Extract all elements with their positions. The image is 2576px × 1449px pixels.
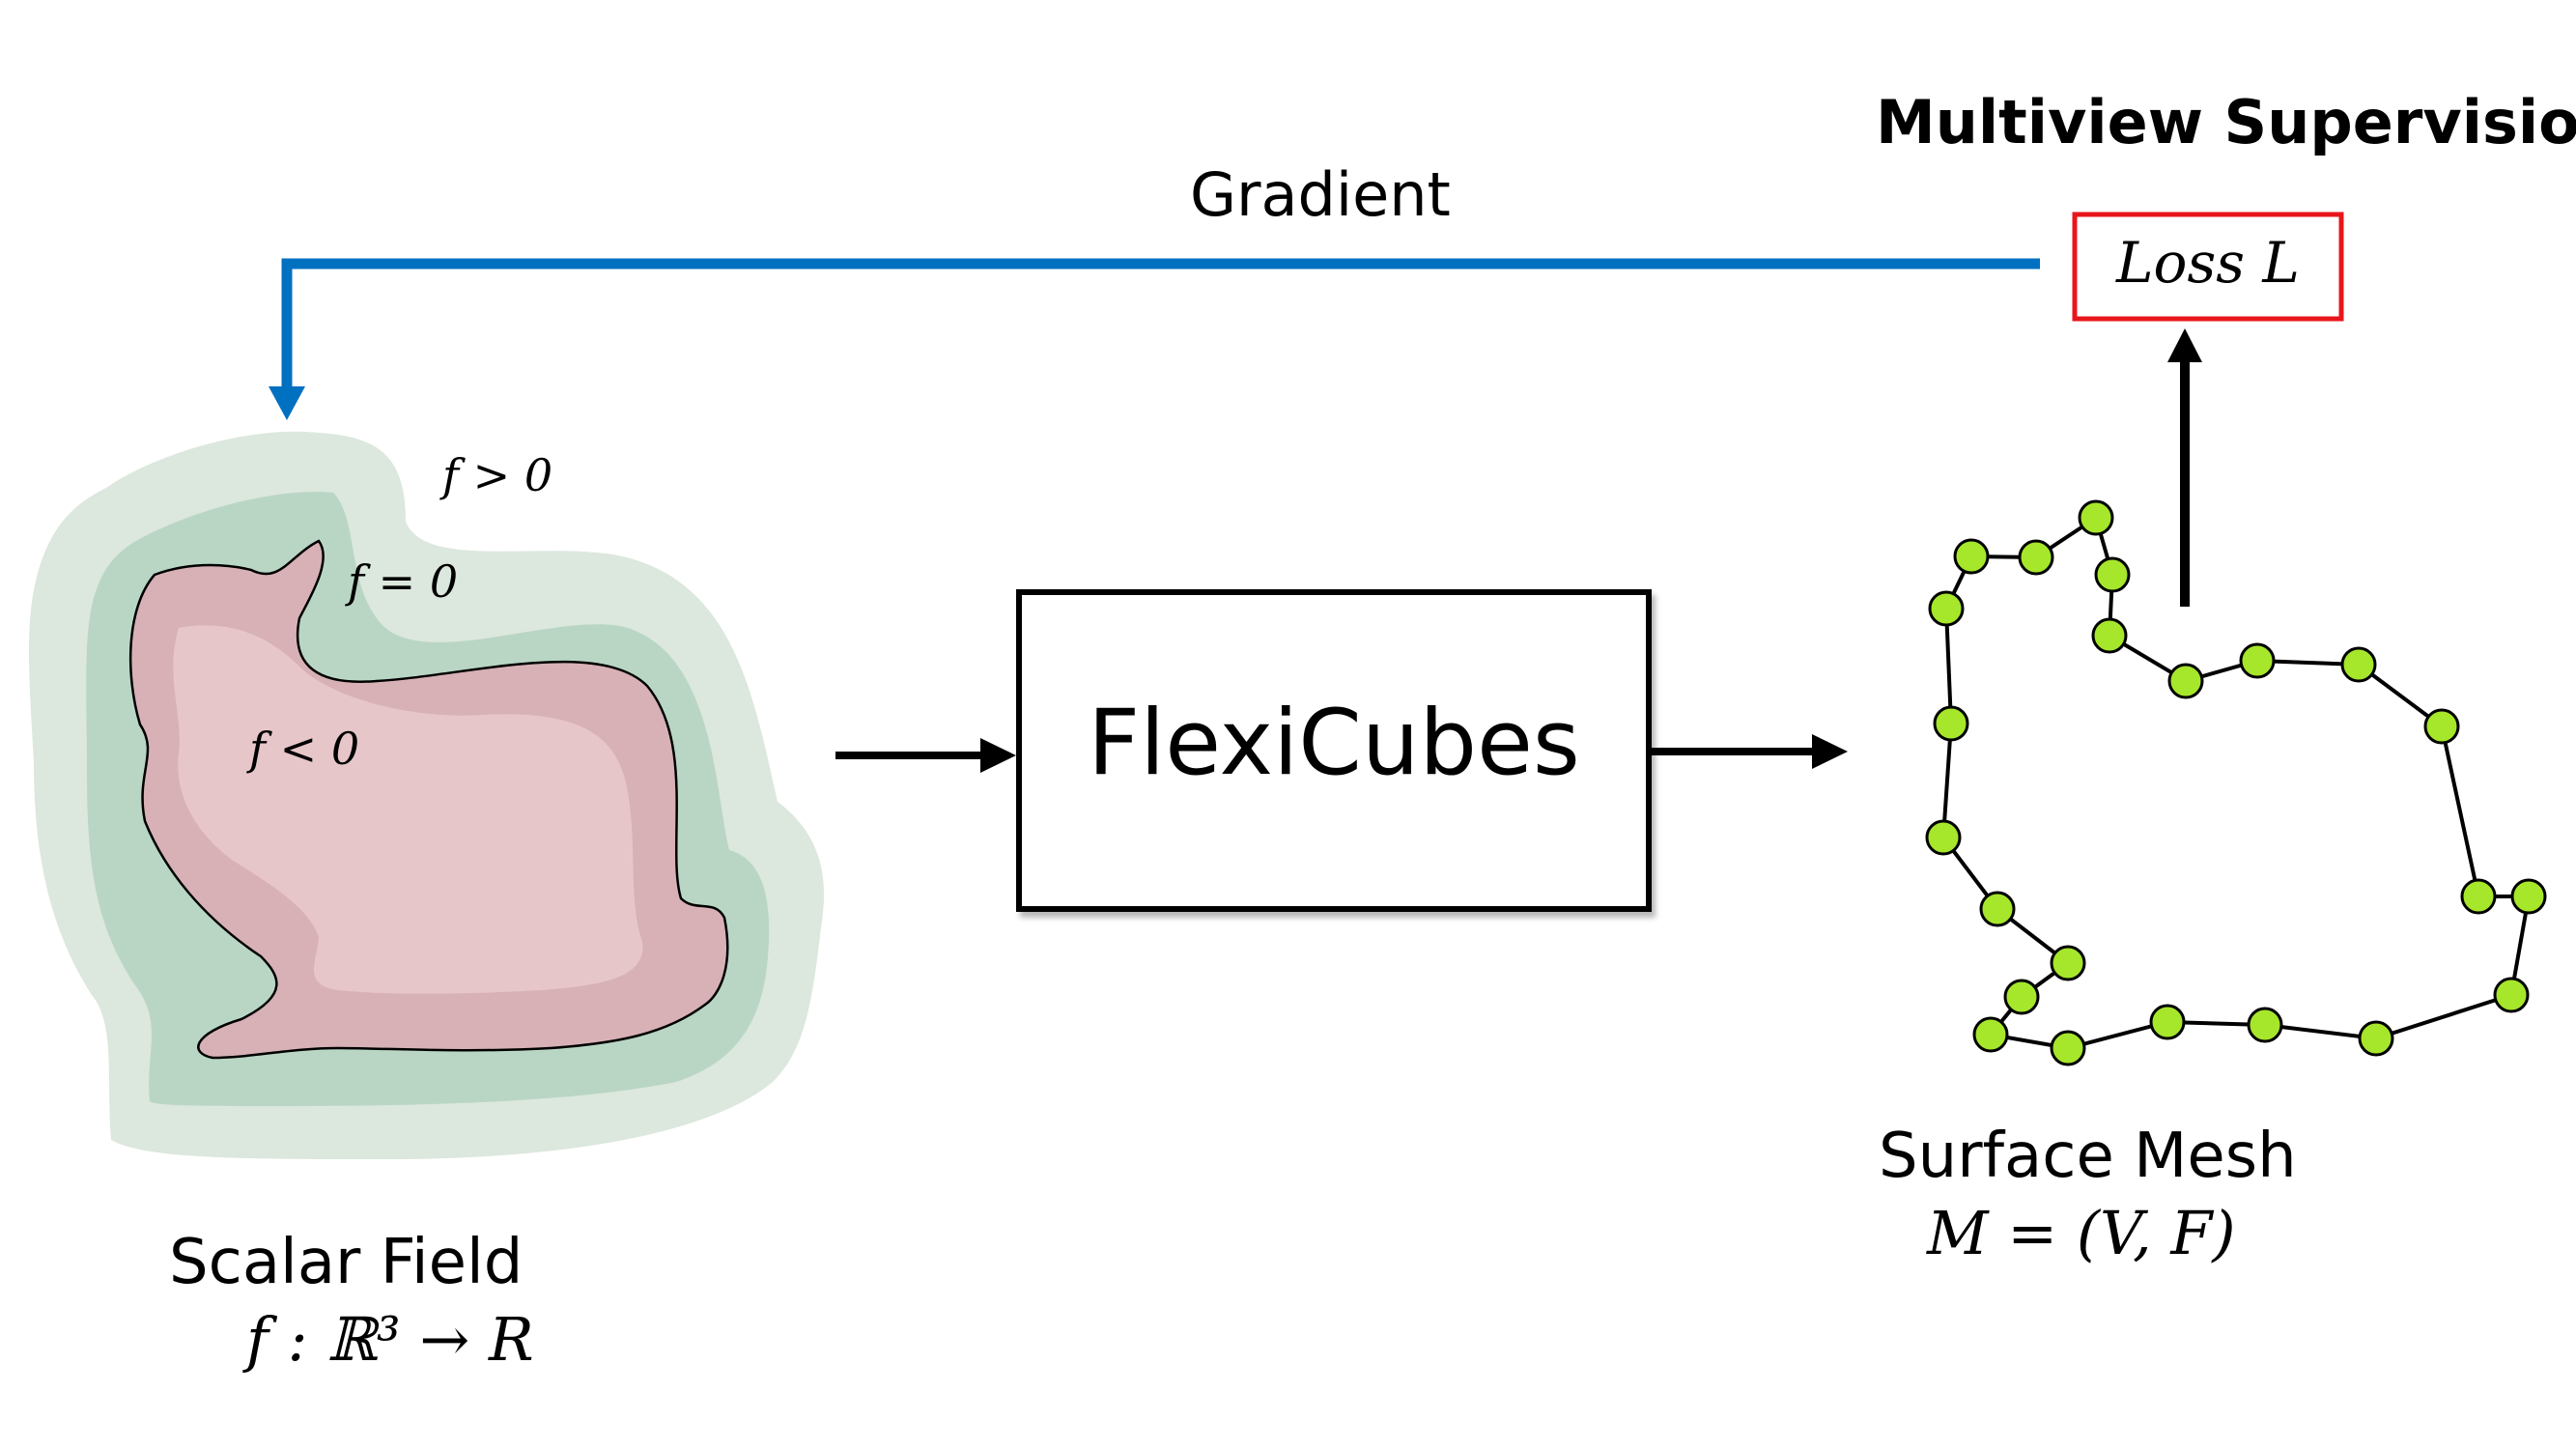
scalar-field-name: Scalar Field — [169, 1227, 524, 1298]
mesh-edges — [1940, 514, 2532, 1051]
surface-mesh — [1925, 499, 2547, 1066]
surface-mesh-name: Surface Mesh — [1879, 1121, 2297, 1192]
scalar-field-shape — [29, 431, 824, 1159]
level-label-positive: f > 0 — [442, 449, 553, 501]
diagram-title: Multiview Supervision — [1876, 87, 2576, 157]
flexicubes-to-mesh-arrow — [1652, 734, 1848, 769]
mesh-vertex — [2493, 977, 2530, 1013]
mesh-vertex — [1953, 538, 1990, 575]
mesh-vertex — [2247, 1007, 2283, 1043]
gradient-label: Gradient — [1190, 159, 1451, 230]
level-label-negative: f < 0 — [249, 723, 360, 775]
mesh-vertex — [2167, 663, 2204, 699]
mesh-vertex — [1925, 819, 1962, 856]
mesh-vertex — [1979, 891, 2016, 927]
mesh-vertex — [2078, 499, 2114, 536]
mesh-vertex — [2340, 646, 2377, 683]
mesh-vertex — [2358, 1020, 2394, 1057]
mesh-vertex — [2239, 642, 2276, 679]
surface-mesh-formula: M = (V, F) — [1927, 1198, 2236, 1268]
field-to-flexicubes-arrow — [835, 738, 1016, 773]
scalar-field-formula: f : ℝ³ → R — [246, 1304, 534, 1375]
mesh-vertices — [1925, 499, 2547, 1066]
flexicubes-label: FlexiCubes — [1088, 691, 1580, 796]
mesh-vertex — [2091, 617, 2128, 654]
loss-box — [2072, 212, 2344, 322]
mesh-vertex — [2018, 539, 2054, 576]
loss-label: Loss L — [2116, 230, 2300, 296]
mesh-vertex — [2050, 1030, 2086, 1066]
mesh-vertex — [2510, 878, 2547, 915]
mesh-vertex — [1928, 590, 1965, 627]
mesh-vertex — [2094, 556, 2131, 593]
mesh-vertex — [2050, 945, 2086, 981]
mesh-to-loss-arrow — [2167, 328, 2202, 607]
mesh-vertex — [2423, 708, 2460, 745]
gradient-arrow — [269, 258, 2040, 420]
mesh-vertex — [2149, 1004, 2186, 1040]
field-region-core — [173, 625, 643, 994]
mesh-vertex — [1933, 705, 1969, 742]
flexicubes-box — [1016, 589, 1652, 912]
mesh-vertex — [1972, 1016, 2009, 1053]
level-label-zero: f = 0 — [348, 555, 459, 608]
mesh-vertex — [2003, 979, 2040, 1015]
mesh-vertex — [2460, 878, 2497, 915]
